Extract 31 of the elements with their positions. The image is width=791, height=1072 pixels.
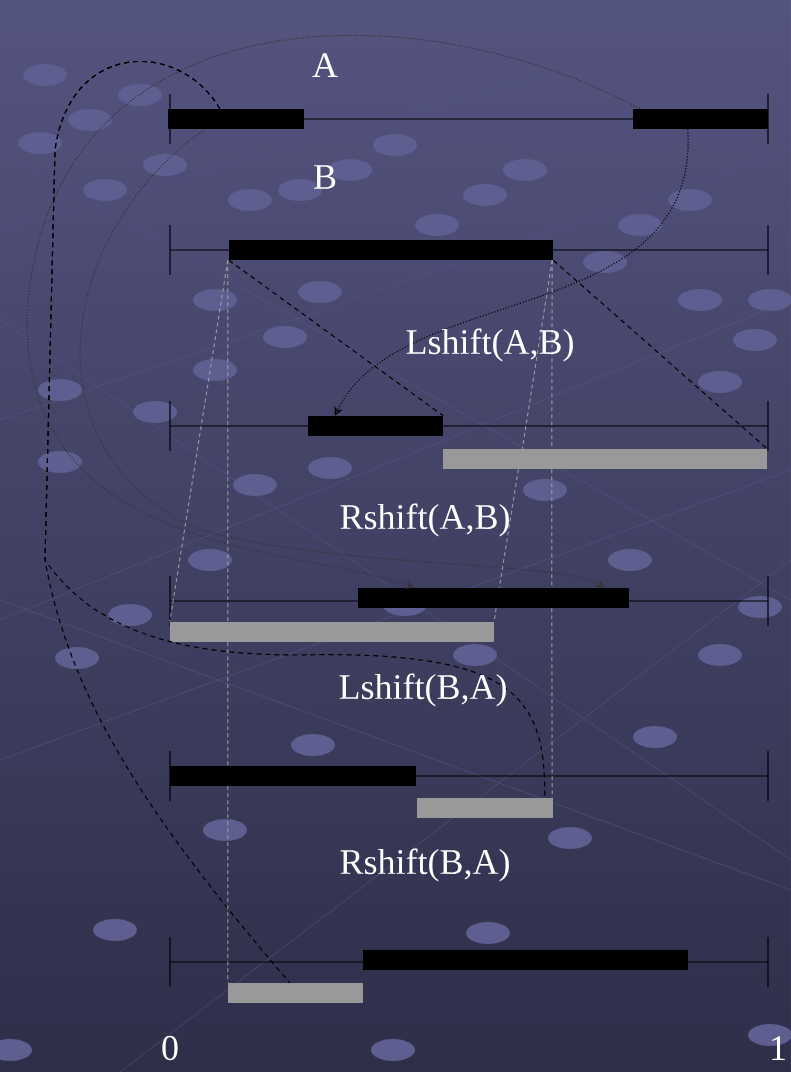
connector-line	[44, 61, 291, 984]
interval-bar	[170, 622, 494, 642]
guide-line	[498, 468, 519, 589]
text-label: B	[314, 165, 336, 189]
guide-line	[227, 785, 229, 984]
connector-line	[228, 259, 444, 417]
text-label: 0	[162, 1035, 178, 1061]
text-label: Rshift(B,A)	[340, 848, 509, 882]
interval-bar	[363, 950, 688, 970]
interval-bar	[229, 240, 553, 260]
text-label: A	[312, 53, 338, 77]
text-label: Lshift(B,A)	[339, 673, 506, 707]
guide-line	[551, 607, 553, 799]
interval-bar	[228, 983, 363, 1003]
arrow	[80, 128, 605, 588]
connector-line	[552, 259, 768, 450]
interval-bar	[168, 109, 304, 129]
interval-bar	[170, 766, 416, 786]
text-label: 1	[772, 1036, 785, 1060]
guide-line	[227, 641, 229, 767]
text-label: Rshift(A,B)	[340, 503, 509, 537]
guide-line	[521, 259, 553, 450]
interval-bar	[633, 109, 768, 129]
interval-bar	[308, 416, 443, 436]
arrow	[27, 35, 641, 589]
interval-bar	[358, 588, 629, 608]
interval-bar	[417, 798, 553, 818]
text-label: Lshift(A,B)	[406, 328, 573, 362]
arrow	[334, 128, 689, 416]
guide-line	[227, 259, 229, 623]
interval-bar	[443, 449, 767, 469]
